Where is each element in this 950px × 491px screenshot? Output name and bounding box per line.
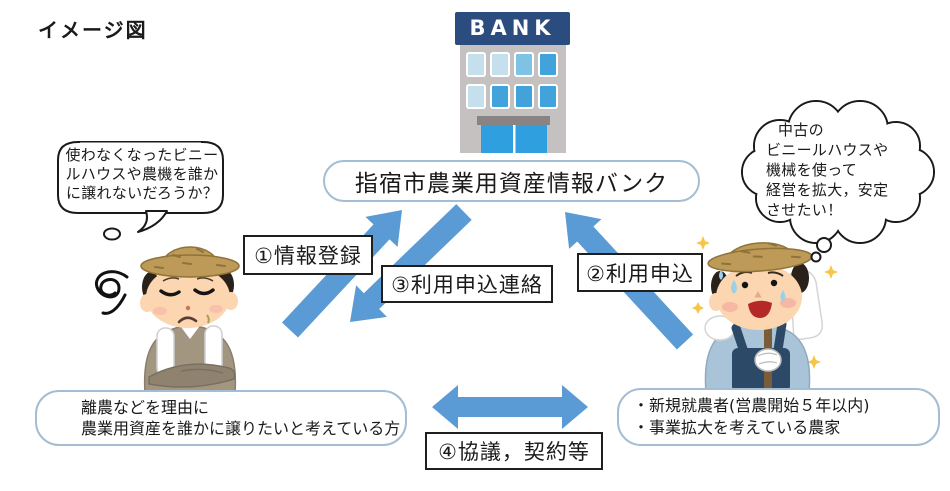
label-step2-apply: ②利用申込 [577, 253, 703, 292]
farmer-body [143, 325, 237, 394]
bubble-line: させたい！ [766, 201, 843, 219]
buyer-line: ・事業拡大を考えている農家 [633, 418, 841, 437]
sweat-drop-icon [719, 270, 723, 280]
happy-farmer-illustration [692, 236, 838, 393]
sweat-drop-icon [780, 290, 786, 302]
farmer-head [140, 266, 238, 328]
buyer-description-box: ・新規就農者(営農開始５年以内) ・事業拡大を考えている農家 [617, 388, 940, 446]
bubble-line: に譲れないだろうか？ [65, 184, 219, 202]
work-glove [754, 348, 782, 372]
label-step3-notify: ③利用申込連絡 [381, 265, 553, 303]
worried-farmer-illustration [94, 246, 240, 394]
right-thought-cloud [741, 100, 935, 263]
bank-windows-row1 [466, 52, 558, 77]
buyer-line: ・新規就農者(営農開始５年以内) [633, 396, 870, 416]
bank-door-lintel [477, 116, 550, 125]
bank-building-illustration: BANK [455, 12, 570, 153]
label-step3-text: ③利用申込連絡 [391, 273, 543, 297]
label-step2-text: ②利用申込 [586, 261, 694, 286]
left-bubble-text: 使わなくなったビニー ルハウスや農機を誰か に譲れないだろうか？ [64, 146, 220, 203]
farmer-body [704, 315, 811, 393]
bank-door-split [513, 125, 516, 153]
seller-line: 離農などを理由に [81, 397, 210, 417]
thought-dot [810, 251, 822, 263]
seller-line: 農業用資産を誰かに譲りたいと考えている方 [81, 419, 401, 438]
arrow-negotiate-double [432, 385, 588, 429]
bubble-line: ルハウスや農機を誰か [65, 165, 219, 183]
sparkle-icons [692, 236, 838, 369]
left-speech-bubble [57, 141, 224, 241]
label-step1-register: ①情報登録 [243, 235, 373, 275]
thought-dot [816, 237, 832, 253]
straw-hat-icon [707, 242, 813, 273]
smiling-mouth [748, 300, 772, 318]
page-title: イメージ図 [38, 18, 148, 42]
thought-dot [103, 227, 121, 241]
arrow-notify-down [350, 204, 472, 322]
sweat-drop-icon [731, 280, 737, 294]
seller-description-box: 離農などを理由に 農業用資産を誰かに譲りたいと考えている方 [35, 390, 407, 446]
bank-windows-row2 [466, 84, 558, 109]
bank-name-box: 指宿市農業用資産情報バンク [323, 160, 700, 202]
bank-sign-text: BANK [469, 16, 555, 40]
worry-scribble-icon [94, 270, 129, 315]
label-step4-negotiate: ④協議，契約等 [425, 432, 603, 470]
straw-hat-icon [140, 246, 240, 278]
label-step4-text: ④協議，契約等 [438, 440, 590, 464]
farmer-head [709, 263, 809, 330]
bubble-line: 中古の [778, 121, 824, 139]
label-step1-text: ①情報登録 [254, 244, 362, 268]
bubble-line: 経営を拡大，安定 [766, 181, 889, 199]
right-bubble-text: 中古の ビニールハウスや 機械を使って 経営を拡大，安定 させたい！ [766, 120, 934, 220]
bank-name-text: 指宿市農業用資産情報バンク [354, 171, 669, 197]
bank-sign [455, 12, 570, 45]
bubble-line: 使わなくなったビニー [65, 146, 219, 164]
bubble-line: ビニールハウスや [766, 141, 889, 159]
bubble-line: 機械を使って [766, 161, 858, 179]
